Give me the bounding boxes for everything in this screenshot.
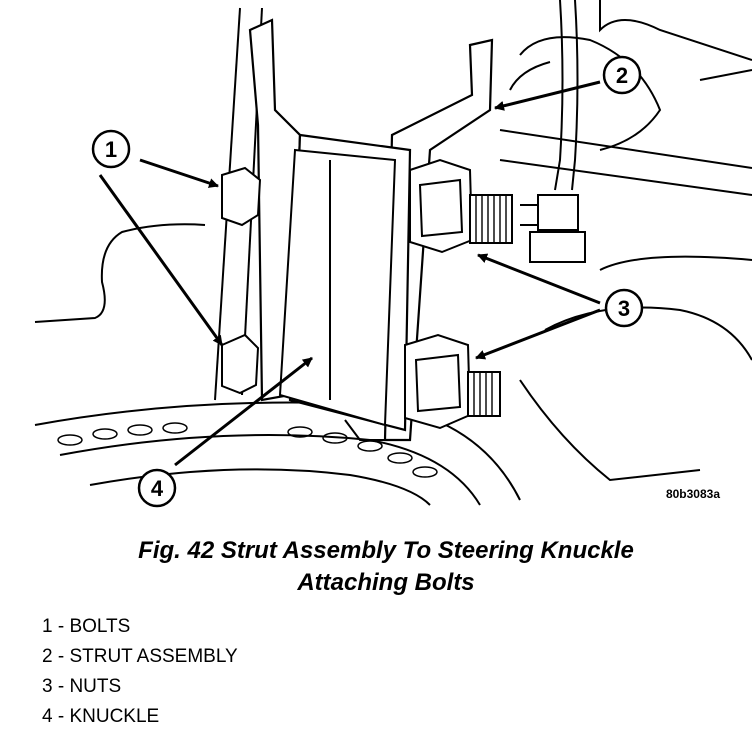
legend-item-nuts: 3 - NUTS — [42, 676, 122, 697]
callout-1-label: 1 — [105, 137, 117, 162]
legend-item-knuckle: 4 - KNUCKLE — [42, 706, 160, 727]
bolt-heads — [221, 166, 262, 395]
hose-fitting — [520, 194, 586, 263]
figure-code: 80b3083a — [666, 487, 720, 501]
strut-knuckle-illustration: 1 2 3 4 80b3083a — [34, 0, 752, 508]
callout-2: 2 — [602, 55, 642, 95]
legend-list: 1 - BOLTS 2 - STRUT ASSEMBLY 3 - NUTS 4 … — [42, 612, 238, 732]
bolt-threads — [473, 195, 507, 416]
callout-3-label: 3 — [618, 296, 630, 321]
callout-2-label: 2 — [616, 63, 628, 88]
figure-caption-line1: Fig. 42 Strut Assembly To Steering Knuck… — [138, 537, 634, 564]
knuckle-body — [278, 148, 397, 441]
nuts — [404, 158, 513, 430]
legend-item-strut-assembly: 2 - STRUT ASSEMBLY — [42, 646, 238, 667]
rotor-vent-slots — [57, 422, 438, 478]
callout-4-label: 4 — [151, 476, 164, 501]
leader-arrows — [98, 80, 601, 467]
callout-3: 3 — [604, 288, 644, 328]
callout-1: 1 — [91, 129, 131, 169]
callout-4: 4 — [137, 468, 177, 508]
legend-item-bolts: 1 - BOLTS — [42, 616, 131, 637]
figure-caption-line2: Attaching Bolts — [297, 569, 475, 596]
